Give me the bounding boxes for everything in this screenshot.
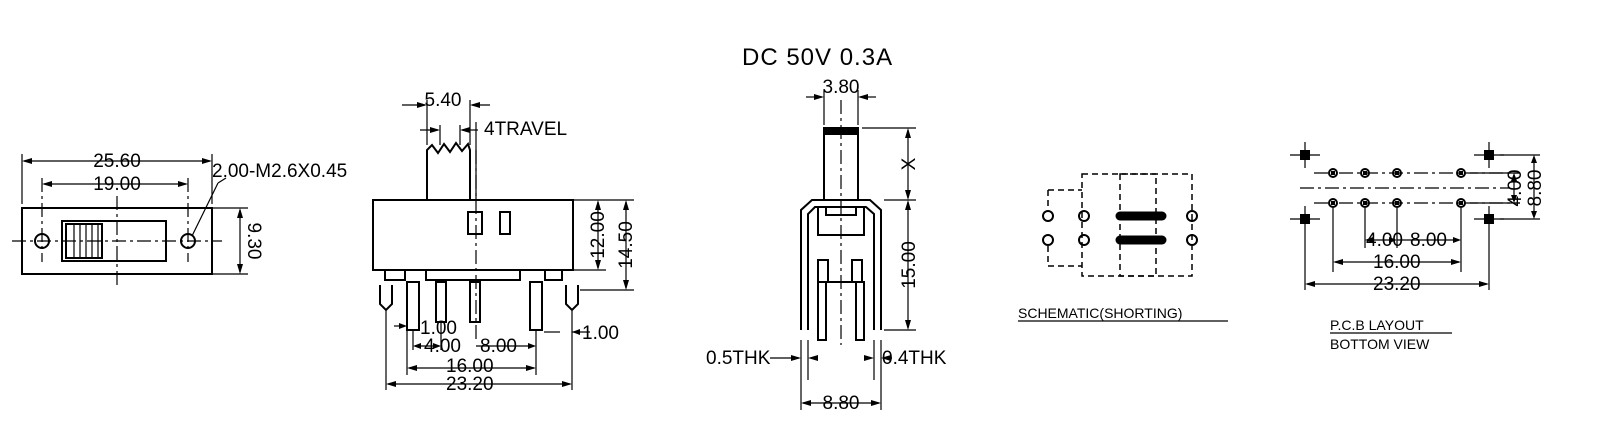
dim-1-00-left-label: 1.00 bbox=[420, 318, 457, 339]
pin-1 bbox=[406, 281, 420, 331]
dim-8-80-label: 8.80 bbox=[823, 393, 860, 414]
pcb-mount-pad-bl bbox=[1290, 206, 1320, 232]
rating-label: DC 50V 0.3A bbox=[742, 44, 893, 71]
pcb-dim-16-00-label: 16.00 bbox=[1373, 252, 1421, 273]
base-center bbox=[425, 270, 521, 281]
end-pin-left bbox=[817, 281, 827, 341]
screw-leader bbox=[191, 182, 219, 237]
screw-spec-label: 2.00-M2.6X0.45 bbox=[212, 161, 347, 182]
dim-5-40-label: 5.40 bbox=[425, 90, 462, 111]
thk-right-label: 0.4THK bbox=[882, 348, 947, 369]
pcb-mount-pad-tr bbox=[1474, 142, 1504, 168]
dim-25-60-label: 25.60 bbox=[93, 151, 141, 172]
pcb-dim-8-00-label: 8.00 bbox=[1410, 230, 1447, 251]
dim-19-00-label: 19.00 bbox=[93, 174, 141, 195]
pin-3 bbox=[469, 281, 481, 323]
body-slot-1 bbox=[467, 211, 483, 235]
dim-4-00-label: 4.00 bbox=[424, 336, 461, 357]
dim-3-80-label: 3.80 bbox=[823, 77, 860, 98]
end-pin-right bbox=[855, 281, 865, 341]
terminal-b1 bbox=[1042, 234, 1054, 246]
terminal-a4 bbox=[1186, 210, 1198, 222]
body-slot-2 bbox=[499, 211, 511, 235]
end-view: DC 50V 0.3A 3.80 X bbox=[706, 44, 947, 414]
schematic: SCHEMATIC(SHORTING) bbox=[1018, 173, 1228, 322]
pcb-caption-2: BOTTOM VIEW bbox=[1330, 336, 1430, 352]
pcb-dim-23-20-label: 23.20 bbox=[1373, 274, 1421, 295]
pin-4 bbox=[529, 281, 543, 331]
dim-23-20-label: 23.20 bbox=[446, 374, 494, 395]
side-body bbox=[372, 199, 574, 271]
dim-15-00-label: 15.00 bbox=[899, 241, 920, 289]
side-view: 5.40 4TRAVEL 12.00 14.50 1.00 bbox=[372, 90, 637, 395]
dim-14-50-label: 14.50 bbox=[616, 221, 637, 269]
contact-left bbox=[817, 259, 829, 283]
front-view: 25.60 19.00 2.00-M2.6X0.45 9.30 bbox=[12, 151, 347, 286]
schematic-outer-box bbox=[1081, 173, 1193, 277]
schematic-caption: SCHEMATIC(SHORTING) bbox=[1018, 305, 1182, 321]
pcb-caption-1: P.C.B LAYOUT bbox=[1330, 317, 1424, 333]
pcb-dim-4-00-v-label: 4.00 bbox=[1505, 170, 1526, 207]
pcb-dim-4-00-label: 4.00 bbox=[1366, 230, 1403, 251]
pcb-mount-pad-br bbox=[1474, 206, 1504, 232]
thk-left-label: 0.5THK bbox=[706, 348, 771, 369]
dim-8-00-label: 8.00 bbox=[480, 336, 517, 357]
dim-12-00-label: 12.00 bbox=[588, 211, 609, 259]
dim-1-00-right-label: 1.00 bbox=[582, 323, 619, 344]
pin-side-left bbox=[379, 285, 393, 312]
schematic-inner-box bbox=[1119, 173, 1157, 277]
pcb-dim-8-80-v-label: 8.80 bbox=[1525, 170, 1546, 207]
contact-right bbox=[851, 259, 863, 283]
dim-16-00-label: 16.00 bbox=[446, 356, 494, 377]
pcb-pads bbox=[1328, 168, 1466, 208]
dim-x-label: X bbox=[899, 157, 920, 170]
side-knob bbox=[426, 141, 471, 200]
terminal-a2 bbox=[1078, 210, 1090, 222]
pin-side-right bbox=[565, 285, 579, 312]
base-tab-right bbox=[544, 270, 563, 281]
terminal-b2 bbox=[1078, 234, 1090, 246]
terminal-b4 bbox=[1186, 234, 1198, 246]
travel-label: 4TRAVEL bbox=[484, 119, 567, 140]
dim-9-30-label: 9.30 bbox=[243, 223, 264, 260]
pcb-layout: 4.00 8.00 16.00 23.20 4.00 8.80 P.C.B LA… bbox=[1290, 142, 1546, 352]
base-tab-left bbox=[384, 270, 406, 281]
terminal-a1 bbox=[1042, 210, 1054, 222]
pin-2 bbox=[435, 281, 447, 323]
pcb-mount-pad-tl bbox=[1290, 142, 1320, 168]
